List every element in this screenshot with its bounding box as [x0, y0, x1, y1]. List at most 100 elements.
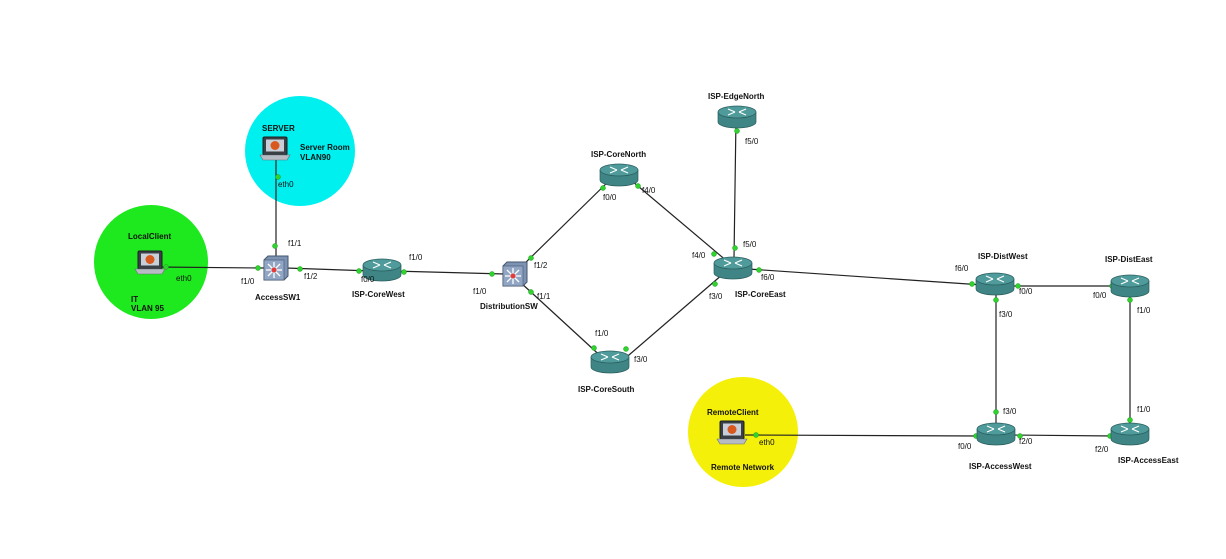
port-label: f1/0	[241, 277, 255, 286]
port-dot	[489, 271, 495, 277]
router-arrows-icon	[723, 259, 743, 267]
router-isp-edge-north[interactable]	[717, 105, 757, 129]
port-label: f1/0	[1137, 306, 1151, 315]
port-label: f1/0	[409, 253, 423, 262]
zone-it-title: IT	[131, 295, 138, 304]
port-dot	[272, 243, 278, 249]
link-remoteclient-accesswest[interactable]	[744, 434, 983, 437]
host-server[interactable]	[259, 136, 291, 161]
port-label: f0/0	[958, 442, 972, 451]
link-distributionsw-corenorth[interactable]	[519, 175, 615, 269]
router-isp-core-south[interactable]	[590, 350, 630, 374]
port-label: f0/0	[1019, 287, 1033, 296]
router-isp-dist-west[interactable]	[975, 272, 1015, 296]
router-isp-dist-east[interactable]	[1110, 274, 1150, 298]
label-isp-edgenorth: ISP-EdgeNorth	[708, 92, 765, 101]
switch-distributionsw[interactable]	[502, 261, 528, 287]
router-arrows-icon	[727, 108, 747, 116]
interface-labels: eth0 f1/1 eth0 f1/0 f1/2 f0/0 f1/0 f1/0 …	[176, 137, 1151, 454]
router-arrows-icon	[1120, 425, 1140, 433]
link-coreeast-distwest[interactable]	[747, 268, 984, 286]
zone-remote-title: Remote Network	[711, 463, 775, 472]
port-dot	[1017, 433, 1023, 439]
label-local-client: LocalClient	[128, 232, 171, 241]
port-label: f4/0	[642, 186, 656, 195]
router-isp-core-west[interactable]	[362, 258, 402, 282]
port-label: f1/0	[1137, 405, 1151, 414]
port-label: eth0	[278, 180, 294, 189]
port-dot	[275, 174, 281, 180]
link-accesswest-accesseast[interactable]	[1011, 434, 1115, 437]
port-dot	[734, 128, 740, 134]
port-label: f3/0	[634, 355, 648, 364]
link-coresouth-coreeast[interactable]	[621, 273, 724, 362]
port-dot	[528, 289, 534, 295]
zone-server-room-subtitle: VLAN90	[300, 153, 331, 162]
router-arrows-icon	[985, 275, 1005, 283]
port-dot	[163, 264, 169, 270]
link-corenorth-coreeast[interactable]	[625, 175, 729, 263]
port-label: f3/0	[709, 292, 723, 301]
router-isp-access-east[interactable]	[1110, 422, 1150, 446]
router-arrows-icon	[609, 166, 629, 174]
switch-accesssw1[interactable]	[263, 255, 289, 281]
router-isp-core-east[interactable]	[713, 256, 753, 280]
link-localclient-accesssw1[interactable]	[154, 266, 265, 269]
port-label: f1/0	[473, 287, 487, 296]
port-dot	[1127, 417, 1133, 423]
label-isp-coresouth: ISP-CoreSouth	[578, 385, 635, 394]
port-dot	[753, 432, 759, 438]
port-dot	[356, 268, 362, 274]
port-dot	[969, 281, 975, 287]
router-arrows-icon	[1120, 277, 1140, 285]
port-dot	[993, 409, 999, 415]
router-arrows-icon	[986, 425, 1006, 433]
zone-server-room-title: Server Room	[300, 143, 350, 152]
label-isp-disteast: ISP-DistEast	[1105, 255, 1153, 264]
port-label: f5/0	[743, 240, 757, 249]
port-dot	[528, 255, 534, 261]
port-dot	[711, 251, 717, 257]
port-label: f1/1	[288, 239, 302, 248]
port-label: f1/0	[595, 329, 609, 338]
port-label: f5/0	[745, 137, 759, 146]
port-dot	[1015, 283, 1021, 289]
port-label: f0/0	[1093, 291, 1107, 300]
port-label: f1/2	[534, 261, 548, 270]
label-distributionsw: DistributionSW	[480, 302, 538, 311]
label-isp-corenorth: ISP-CoreNorth	[591, 150, 646, 159]
port-label: f3/0	[999, 310, 1013, 319]
port-dot	[600, 185, 606, 191]
port-label: f2/0	[1019, 437, 1033, 446]
device-labels: SERVER LocalClient RemoteClient AccessSW…	[128, 92, 1179, 471]
zone-it-subtitle: VLAN 95	[131, 304, 164, 313]
router-isp-core-north[interactable]	[599, 163, 639, 187]
link-corewest-distributionsw[interactable]	[391, 270, 506, 275]
link-edgenorth-coreeast[interactable]	[733, 117, 737, 259]
host-logo-icon	[727, 425, 737, 434]
host-local-client[interactable]	[134, 250, 166, 275]
label-isp-accesseast: ISP-AccessEast	[1118, 456, 1179, 465]
port-label: f0/0	[361, 275, 375, 284]
host-remote-client[interactable]	[716, 420, 748, 445]
port-dot	[623, 346, 629, 352]
port-label: f6/0	[761, 273, 775, 282]
port-dot	[297, 266, 303, 272]
port-dot	[732, 245, 738, 251]
links	[154, 117, 1131, 437]
router-arrows-icon	[600, 353, 620, 361]
routers	[362, 105, 1150, 446]
port-label: f2/0	[1095, 445, 1109, 454]
port-label: f1/2	[304, 272, 318, 281]
port-label: eth0	[176, 274, 192, 283]
port-dot	[255, 265, 261, 271]
port-dot	[712, 281, 718, 287]
label-server: SERVER	[262, 124, 295, 133]
port-dot	[756, 267, 762, 273]
label-isp-corewest: ISP-CoreWest	[352, 290, 405, 299]
port-label: f1/1	[537, 292, 551, 301]
port-label: f0/0	[603, 193, 617, 202]
label-isp-distwest: ISP-DistWest	[978, 252, 1028, 261]
router-isp-access-west[interactable]	[976, 422, 1016, 446]
